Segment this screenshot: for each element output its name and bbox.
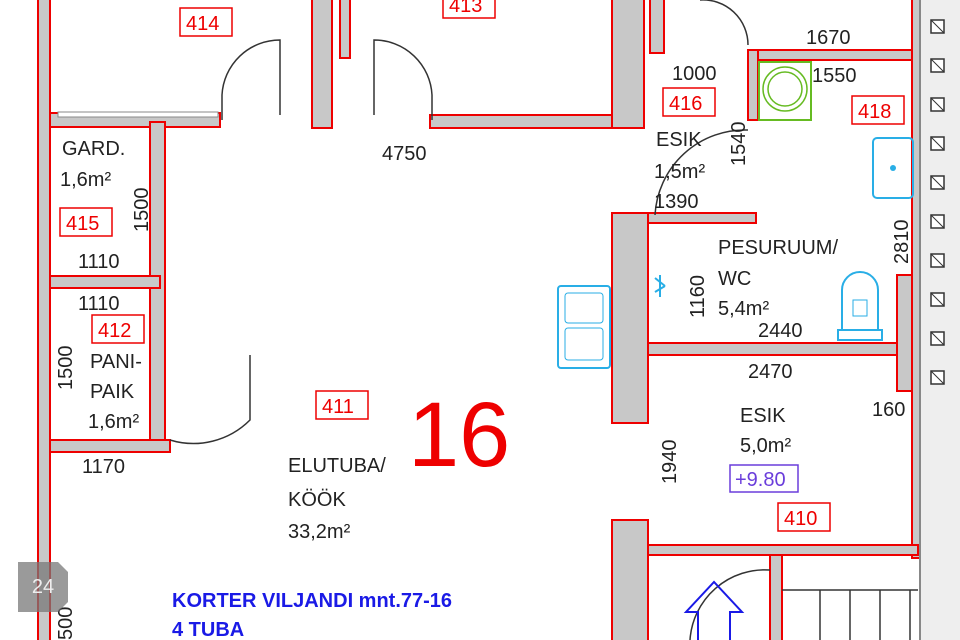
room-number-410: 410	[784, 508, 817, 530]
room-number-416: 416	[669, 93, 702, 115]
room-numbers: 414 413 416 418 415 412 411 410 +9.80	[59, 0, 905, 532]
page-badge: 24	[18, 562, 68, 612]
room-name-esik-410: ESIK	[740, 405, 786, 427]
dim-2440: 2440	[758, 320, 803, 342]
dim-160: 160	[872, 399, 905, 421]
floor-level: +9.80	[735, 469, 786, 491]
room-number-418: 418	[858, 101, 891, 123]
apartment-title: KORTER VILJANDI mnt.77-16	[172, 590, 452, 612]
room-name-esik-416: ESIK	[656, 129, 702, 151]
apartment-subtitle: 4 TUBA	[172, 619, 244, 640]
dim-1000: 1000	[672, 63, 717, 85]
dim-1170: 1170	[82, 456, 125, 478]
vent-diagonal	[930, 97, 945, 112]
dim-2470: 2470	[748, 361, 793, 383]
dim-1940: 1940	[659, 440, 681, 485]
dim-1500-panipaik: 1500	[55, 346, 77, 391]
vent-diagonal	[930, 175, 945, 190]
room-area-pesuruum: 5,4m²	[718, 298, 769, 320]
fixtures	[557, 61, 914, 640]
dimensions: 1670 1000 1550 1540 4750 1390 1500 1110 …	[55, 27, 913, 640]
dim-1500-gard: 1500	[131, 188, 153, 233]
room-name-elutuba-1: ELUTUBA/	[288, 455, 386, 477]
room-area-esik-416: 1,5m²	[654, 161, 705, 183]
vent-diagonal	[930, 136, 945, 151]
room-name-panipaik-1: PANI-	[90, 351, 142, 373]
shower-icon	[654, 275, 666, 297]
room-number-414: 414	[186, 13, 219, 35]
vent-diagonal	[930, 19, 945, 34]
room-area-panipaik: 1,6m²	[88, 411, 139, 433]
vent-diagonal	[930, 292, 945, 307]
room-labels: GARD. 1,6m² PANI- PAIK 1,6m² ELUTUBA/ KÖ…	[60, 129, 838, 543]
room-area-esik-410: 5,0m²	[740, 435, 791, 457]
room-name-panipaik-2: PAIK	[90, 381, 135, 403]
walls	[37, 0, 960, 640]
room-name-elutuba-2: KÖÖK	[288, 489, 346, 511]
dim-1160: 1160	[687, 275, 709, 318]
room-number-415: 415	[66, 213, 99, 235]
washing-machine-icon	[758, 61, 812, 121]
vent-diagonal	[930, 331, 945, 346]
vent-diagonal	[930, 253, 945, 268]
washbasin-icon	[872, 137, 914, 199]
vent-diagonal	[930, 370, 945, 385]
apartment-number: 16	[408, 384, 510, 486]
room-name-gard: GARD.	[62, 138, 125, 160]
dim-1540: 1540	[728, 122, 750, 167]
dim-1110-panipaik: 1110	[78, 293, 120, 315]
room-number-413: 413	[449, 0, 482, 17]
doors	[57, 0, 918, 640]
dim-500: 500	[55, 607, 77, 640]
vent-diagonal	[930, 58, 945, 73]
dim-4750: 4750	[382, 143, 427, 165]
vent-column	[930, 19, 945, 385]
room-area-gard: 1,6m²	[60, 169, 111, 191]
dim-1550: 1550	[812, 65, 857, 87]
entrance-arrow-icon	[683, 580, 745, 640]
dim-1110-gard: 1110	[78, 251, 120, 273]
room-name-pesuruum-2: WC	[718, 268, 751, 290]
dim-1390: 1390	[654, 191, 699, 213]
vent-diagonal	[930, 214, 945, 229]
toilet-icon	[837, 271, 883, 341]
room-area-elutuba: 33,2m²	[288, 521, 351, 543]
room-name-pesuruum-1: PESURUUM/	[718, 237, 838, 259]
room-number-411: 411	[322, 396, 354, 418]
room-number-412: 412	[98, 320, 131, 342]
kitchen-sink-icon	[557, 285, 611, 369]
dim-2810: 2810	[891, 220, 913, 265]
dim-1670: 1670	[806, 27, 851, 49]
